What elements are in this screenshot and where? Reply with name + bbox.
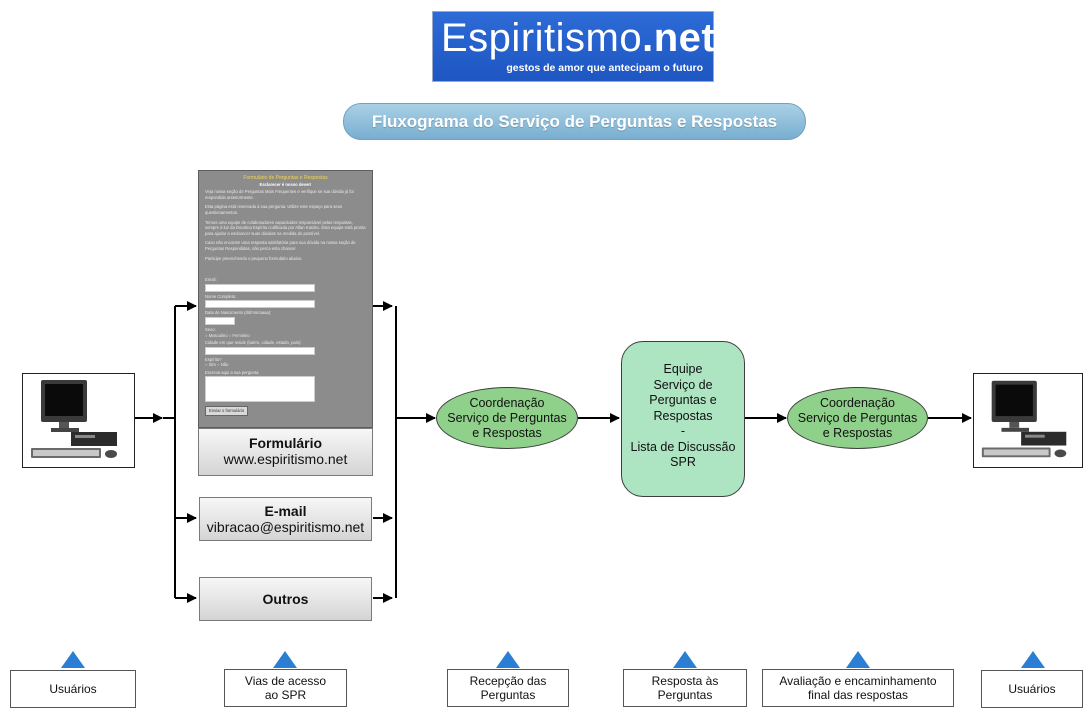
question-textarea [205,376,315,403]
node-line: Serviço de Perguntas [797,410,918,425]
node-line: Equipe [663,362,703,376]
coordination-intake-node: Coordenação Serviço de Perguntas e Respo… [436,387,578,449]
computer-icon [31,380,117,458]
computer-icon [981,380,1067,458]
stage-label-line: Usuários [49,682,97,696]
form-field-label: Data de Nascimento (dd/mm/aaaa): [205,310,272,316]
stage-label-evaluation: Avaliação e encaminhamento final das res… [762,669,954,707]
channel-email-title: E-mail [264,503,307,519]
submit-form-button: Enviar o formulário [205,406,249,417]
user-computer-right [973,373,1083,468]
stage-label-line: final das respostas [807,688,909,702]
form-field-label: Email: [205,277,217,283]
form-field-label: Sexo: [205,326,216,332]
spirit-radio-group: ○ Sim ○ Não [205,362,229,368]
channel-others-title: Outros [262,591,309,607]
node-line: Coordenação [819,395,896,410]
stage-label-line: Recepção das [469,674,547,688]
stage-label-line: ao SPR [264,688,307,702]
logo-brand: Espiritismo.net [441,16,716,60]
channel-form-box: Formulário www.espiritismo.net [198,428,373,476]
form-field-label: Escreva aqui a sua pergunta: [205,369,260,375]
form-paragraph: Esta página está reservada à sua pergunt… [205,204,343,215]
form-paragraph: Participe preenchendo o pequeno formulár… [205,255,303,261]
form-screenshot-subtitle: Esclarecer é nosso dever! [259,181,312,187]
channel-form-url: www.espiritismo.net [223,451,348,467]
sex-radio-group: ○ Masculino ○ Feminino [205,332,250,338]
stage-label-line: Usuários [1008,682,1056,696]
node-line: - [680,424,686,438]
stage-label-line: Resposta às [651,674,719,688]
city-field [205,346,315,355]
espiritismo-logo: Espiritismo.net gestos de amor que antec… [432,11,716,82]
stage-label-line: Avaliação e encaminhamento [779,674,937,688]
name-field [205,300,315,309]
stage-label-line: Vias de acesso [244,674,327,688]
stage-label-reception: Recepção das Perguntas [447,669,569,707]
stage-marker-icon [673,651,697,668]
form-paragraph: Temos uma equipe de colaboradores capaci… [205,219,366,236]
stage-label-answer: Resposta às Perguntas [623,669,747,707]
logo-tagline: gestos de amor que antecipam o futuro [506,62,703,74]
form-field-label: Espírita? [205,356,222,362]
node-line: Serviço de Perguntas [447,410,567,425]
node-line: Perguntas e [649,393,717,407]
node-line: Coordenação [469,395,545,410]
stage-label-users-final: Usuários [981,670,1083,708]
diagram-title: Fluxograma do Serviço de Perguntas e Res… [343,103,806,140]
channel-others-box: Outros [199,577,372,621]
stage-label-line: Perguntas [480,688,536,702]
node-line: Serviço de [653,377,713,392]
user-computer-left [22,373,135,468]
node-line: e Respostas [822,425,893,440]
stage-marker-icon [496,651,520,668]
birthdate-field [205,316,235,325]
form-paragraph: Caso não encontre uma resposta satisfató… [205,240,356,251]
form-field-label: Nome Completo: [205,293,237,299]
channel-email-box: E-mail vibracao@espiritismo.net [199,497,372,541]
stage-label-users: Usuários [10,670,136,708]
node-line: Respostas [653,408,713,423]
node-line: SPR [670,455,696,469]
stage-label-line: Perguntas [657,688,713,702]
node-line: Lista de Discussão [630,439,736,454]
stage-marker-icon [273,651,297,668]
email-field [205,283,315,292]
stage-label-access: Vias de acesso ao SPR [224,669,347,707]
form-screenshot-title: Formulário de Perguntas e Respostas [243,175,328,181]
stage-markers [61,651,1045,668]
stage-marker-icon [1021,651,1045,668]
form-paragraph: Veja nossa seção de Perguntas Mais Frequ… [205,189,354,200]
form-screenshot: Formulário de Perguntas e Respostas Escl… [198,170,373,428]
channel-form-title: Formulário [248,435,323,451]
stage-marker-icon [61,651,85,668]
channel-email-address: vibracao@espiritismo.net [206,519,365,535]
form-field-label: Cidade em que reside (bairro, cidade, es… [205,340,302,346]
coordination-output-node: Coordenação Serviço de Perguntas e Respo… [787,387,928,449]
stage-marker-icon [846,651,870,668]
node-line: e Respostas [472,425,542,440]
team-node: Equipe Serviço de Perguntas e Respostas … [621,341,745,497]
